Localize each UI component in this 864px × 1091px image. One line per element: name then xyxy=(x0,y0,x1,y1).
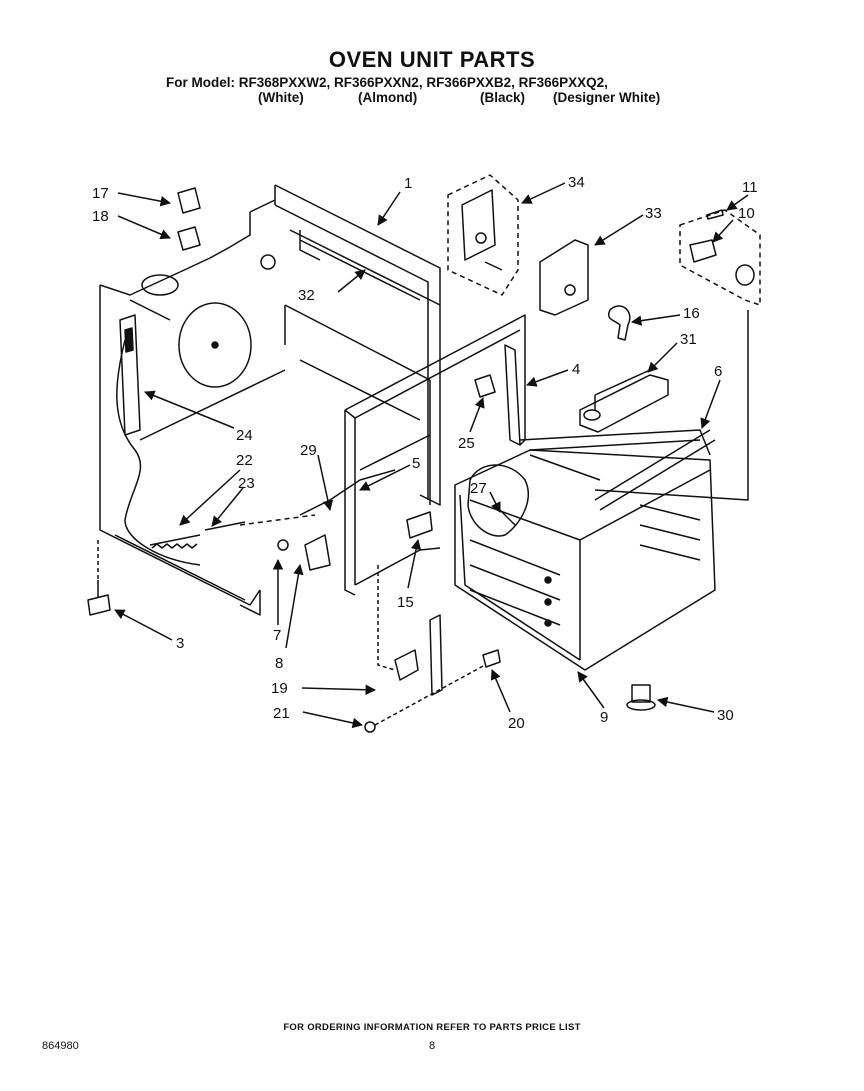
callout-6: 6 xyxy=(714,363,722,380)
leveling-leg-3 xyxy=(87,594,111,616)
latch-19 xyxy=(429,614,443,696)
callout-24: 24 xyxy=(236,427,253,444)
plate-33 xyxy=(539,239,589,316)
callout-33: 33 xyxy=(645,205,662,222)
callout-3: 3 xyxy=(176,635,184,652)
spring-23 xyxy=(204,521,246,531)
callout-19: 19 xyxy=(271,680,288,697)
nut-7 xyxy=(277,539,289,551)
callout-22: 22 xyxy=(236,452,253,469)
color-designer-white: (Designer White) xyxy=(553,90,661,105)
callout-10: 10 xyxy=(738,205,755,222)
callout-30: 30 xyxy=(717,707,734,724)
callout-20: 20 xyxy=(508,715,525,732)
callout-5: 5 xyxy=(412,455,420,472)
callout-27: 27 xyxy=(470,480,487,497)
screw-20 xyxy=(482,649,501,668)
leader-lines xyxy=(114,182,749,729)
bracket-group-34 xyxy=(447,174,519,296)
callout-1: 1 xyxy=(404,175,412,192)
block-17 xyxy=(177,187,201,214)
bracket-8 xyxy=(304,534,331,571)
document-id: 864980 xyxy=(42,1040,79,1052)
callout-25: 25 xyxy=(458,435,475,452)
ordering-note: FOR ORDERING INFORMATION REFER TO PARTS … xyxy=(283,1022,581,1033)
connector-16 xyxy=(608,305,631,341)
color-black: (Black) xyxy=(480,90,526,105)
callout-8: 8 xyxy=(275,655,283,672)
sensor-10 xyxy=(689,239,717,263)
callout-21: 21 xyxy=(273,705,290,722)
callout-23: 23 xyxy=(238,475,255,492)
oven-rack-frame xyxy=(454,429,716,671)
wire-harness xyxy=(116,339,201,566)
spring-22 xyxy=(149,534,201,546)
callout-9: 9 xyxy=(600,709,608,726)
callout-numbers: 1 17 18 34 33 11 10 16 31 6 4 32 24 25 2… xyxy=(92,174,758,732)
knob-30 xyxy=(631,684,651,703)
bracket-34 xyxy=(461,189,496,261)
baffle-27 xyxy=(467,464,529,537)
callout-4: 4 xyxy=(572,361,580,378)
color-almond: (Almond) xyxy=(358,90,418,105)
screw-11 xyxy=(706,209,724,220)
callout-15: 15 xyxy=(397,594,414,611)
callout-29: 29 xyxy=(300,442,317,459)
front-frame xyxy=(344,314,526,596)
vent-hole xyxy=(260,254,276,270)
bake-element-31 xyxy=(579,374,669,433)
part-25 xyxy=(474,374,496,398)
side-bracket-24 xyxy=(119,314,141,436)
washer-21 xyxy=(364,721,376,733)
callout-34: 34 xyxy=(568,174,585,191)
callout-16: 16 xyxy=(683,305,700,322)
pin-29 xyxy=(299,499,331,516)
page-title: OVEN UNIT PARTS xyxy=(328,47,536,72)
model-list: For Model: RF368PXXW2, RF366PXXN2, RF366… xyxy=(166,75,608,90)
block-18 xyxy=(177,226,201,251)
element-lead-wire xyxy=(594,310,749,501)
callout-31: 31 xyxy=(680,331,697,348)
callout-11: 11 xyxy=(742,179,758,196)
bracket-15 xyxy=(406,511,433,539)
rod-5 xyxy=(329,469,396,501)
fan-disk xyxy=(178,302,252,388)
callout-17: 17 xyxy=(92,185,109,202)
callout-32: 32 xyxy=(298,287,315,304)
callout-7: 7 xyxy=(273,627,281,644)
page-number: 8 xyxy=(428,1040,436,1052)
callout-18: 18 xyxy=(92,208,109,225)
thermostat-group xyxy=(679,209,761,306)
color-white: (White) xyxy=(258,90,304,105)
